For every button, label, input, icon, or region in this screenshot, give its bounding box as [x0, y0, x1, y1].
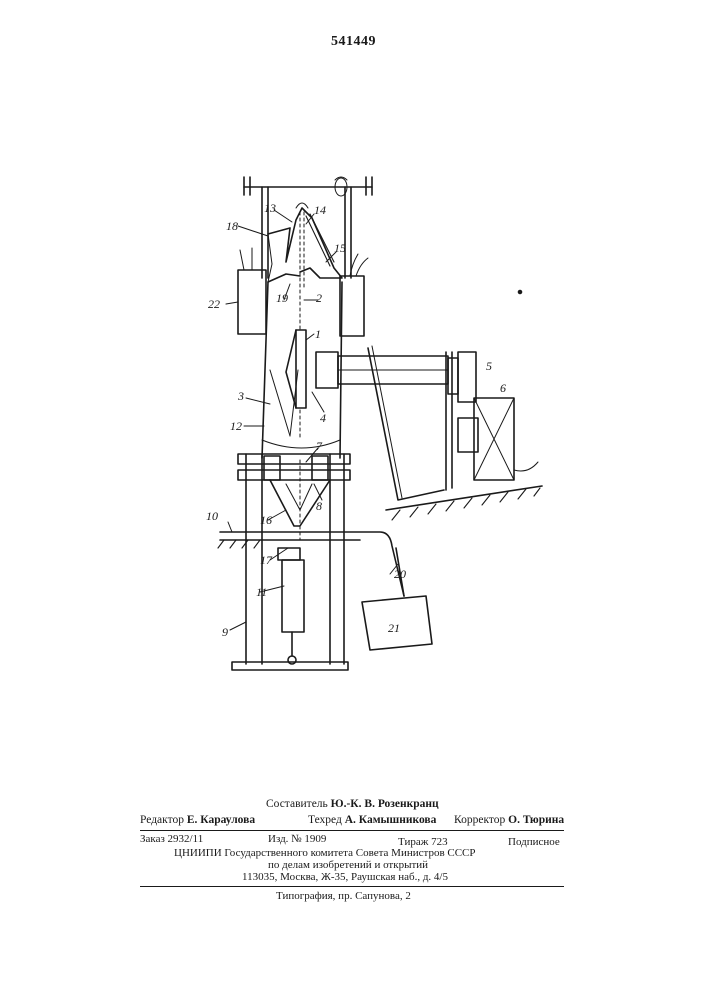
label-8: 8: [316, 499, 322, 513]
label-19: 19: [276, 291, 288, 305]
label-14: 14: [314, 203, 326, 217]
figure-numerals: 1 2 3 4 5 6 7 8 9 10 11 12 13 14 15 16 1…: [206, 201, 506, 639]
label-15: 15: [334, 241, 346, 255]
top-frame: [244, 177, 372, 278]
label-16: 16: [260, 513, 272, 527]
edition-number: Изд. № 1909: [268, 833, 326, 845]
leader-lines: [226, 210, 398, 630]
label-11: 11: [256, 585, 267, 599]
label-20: 20: [394, 567, 406, 581]
divider-top: [140, 830, 564, 831]
editor-line: Редактор Е. Караулова: [140, 814, 255, 826]
subscription: Подписное: [508, 836, 560, 848]
label-18: 18: [226, 219, 238, 233]
order-number: Заказ 2932/11: [140, 833, 203, 845]
optical-assembly: [316, 346, 542, 520]
techred-line: Техред А. Камышникова: [308, 814, 436, 826]
printer: Типография, пр. Сапунова, 2: [276, 890, 411, 902]
compiler-line: Составитель Ю.-К. В. Розенкранц: [266, 798, 439, 810]
side-heaters: [238, 248, 368, 336]
divider-bottom: [140, 886, 564, 887]
label-17: 17: [260, 553, 273, 567]
label-12: 12: [230, 419, 242, 433]
label-2: 2: [316, 291, 322, 305]
label-5: 5: [486, 359, 492, 373]
editor-role: Редактор: [140, 814, 184, 826]
corrector-role: Корректор: [454, 814, 505, 826]
label-21: 21: [388, 621, 400, 635]
feed-hopper: [268, 203, 342, 290]
techred-role: Техред: [308, 814, 342, 826]
main-tube: [262, 282, 342, 458]
label-1: 1: [315, 327, 321, 341]
org-line-2: по делам изобретений и открытий: [268, 859, 428, 871]
label-4: 4: [320, 411, 326, 425]
label-9: 9: [222, 625, 228, 639]
label-22: 22: [208, 297, 220, 311]
address: 113035, Москва, Ж-35, Раушская наб., д. …: [242, 871, 448, 883]
compiler-name: Ю.-К. В. Розенкранц: [331, 798, 439, 810]
techred-name: А. Камышникова: [345, 814, 437, 826]
label-6: 6: [500, 381, 506, 395]
editor-name: Е. Караулова: [187, 814, 255, 826]
corrector-line: Корректор О. Тюрина: [454, 814, 564, 826]
print-dot: [519, 291, 522, 294]
label-10: 10: [206, 509, 218, 523]
org-line-1: ЦНИИПИ Государственного комитета Совета …: [174, 847, 476, 859]
compiler-role: Составитель: [266, 798, 328, 810]
label-3: 3: [237, 389, 244, 403]
label-13: 13: [264, 201, 276, 215]
technical-drawing: 1 2 3 4 5 6 7 8 9 10 11 12 13 14 15 16 1…: [0, 0, 707, 760]
corrector-name: О. Тюрина: [508, 814, 564, 826]
label-7: 7: [316, 439, 323, 453]
